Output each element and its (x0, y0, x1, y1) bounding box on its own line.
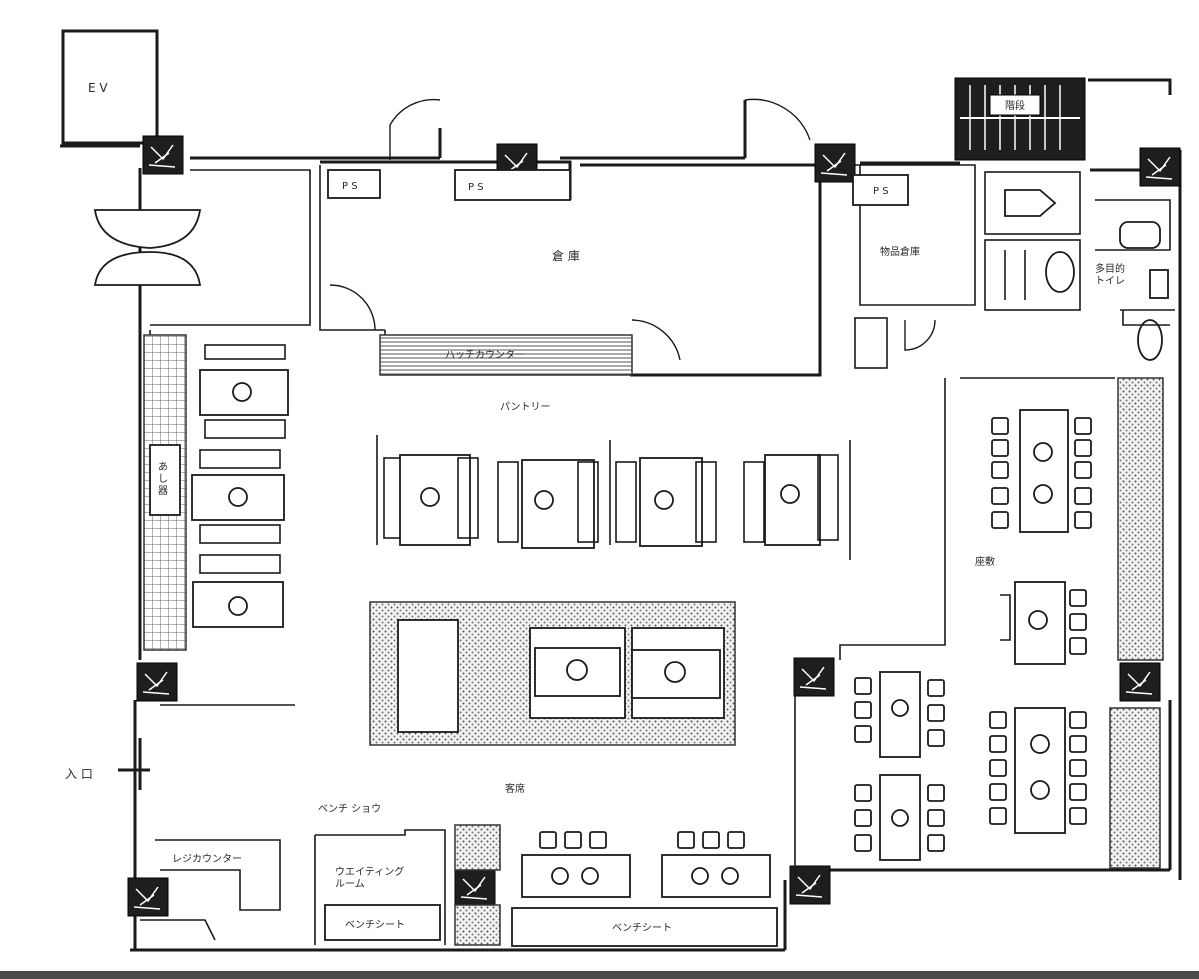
wall-segment (1122, 310, 1170, 326)
seating-right-label: 座敷 (975, 555, 995, 568)
pillar (814, 143, 856, 183)
bottom-tables: ベンチシート (511, 831, 778, 947)
toilet-area: 多目的トイレ (984, 171, 1175, 361)
pillar (136, 662, 178, 702)
pillar (1139, 147, 1181, 187)
waiting-label: ウエイティングルーム (335, 865, 404, 890)
bottom-edge-bar (0, 971, 1199, 979)
ev-label: E V (88, 81, 108, 95)
svg-text:P S: P S (468, 182, 484, 193)
storage-room-label: 倉 庫 (552, 248, 580, 263)
ps-box-right: P S (852, 174, 909, 206)
ps-box-left: P S (327, 169, 381, 199)
pillar (793, 657, 835, 697)
central-island (369, 601, 736, 746)
bench-seat-long-label: ベンチシート (612, 922, 672, 934)
svg-text:P S: P S (342, 181, 358, 192)
left-wall-label: あし器 (158, 461, 168, 497)
elevator-room: E V (61, 29, 159, 145)
pillar (127, 877, 169, 917)
door-arc (904, 319, 936, 351)
pillar (454, 867, 496, 907)
lobby-seats (93, 209, 202, 286)
entrance: 入 口 (65, 738, 150, 790)
door-arc (389, 98, 441, 160)
svg-text:ハッチカウンター: ハッチカウンター (445, 349, 525, 361)
door-arc (744, 98, 811, 141)
seating-label: 客席 (505, 782, 525, 795)
pantry-label: パントリー (500, 401, 551, 413)
svg-text:P S: P S (873, 186, 889, 197)
right-seating-zone: 座敷 (794, 377, 1164, 880)
register-counter: レジカウンター (140, 839, 281, 941)
svg-text:レジカウンター: レジカウンター (172, 853, 242, 865)
pillar (789, 865, 831, 905)
entrance-label: 入 口 (65, 767, 93, 781)
central-booths (376, 435, 851, 560)
small-plant-box (454, 824, 501, 871)
waiting-room: ベンチ ショウ ウエイティングルーム ベンチシート (314, 803, 446, 945)
left-shelving-label-box (149, 444, 181, 516)
left-table-group (160, 344, 295, 706)
pillar (1119, 662, 1161, 702)
small-plant-box (454, 904, 501, 946)
door-arc (631, 319, 681, 361)
svg-text:階段: 階段 (1005, 99, 1025, 112)
pillar (142, 135, 184, 175)
ps-box-mid: P S (454, 169, 571, 201)
bench-label: ベンチ ショウ (318, 803, 381, 815)
bench-seat-label: ベンチシート (345, 919, 405, 931)
staircase: 階段 (954, 77, 1086, 161)
toilet-label: 多目的トイレ (1095, 262, 1125, 287)
hatch-counter: ハッチカウンター (379, 334, 633, 376)
office-room-label: 物品倉庫 (880, 245, 920, 258)
door-arc (329, 284, 376, 331)
small-closet (854, 317, 888, 369)
